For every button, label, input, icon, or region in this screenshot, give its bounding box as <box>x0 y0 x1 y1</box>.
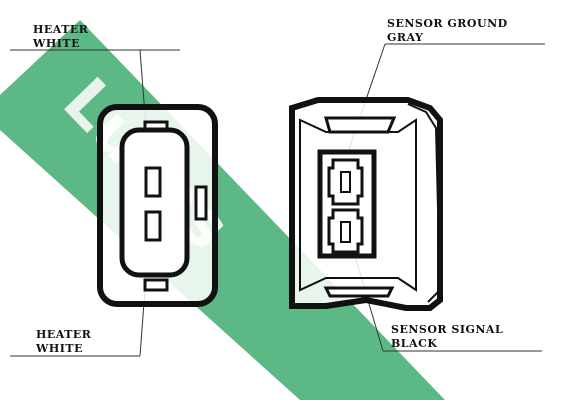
heater-connector-bottom-tab <box>143 278 169 292</box>
sensor-connector-bottom-tab <box>323 286 395 298</box>
label-heater-bottom-line1: HEATER <box>36 328 92 341</box>
label-sensor-signal: SENSOR SIGNAL BLACK <box>391 323 503 351</box>
label-sensor-signal-line2: BLACK <box>391 337 438 350</box>
heater-connector-side-latch <box>194 185 208 221</box>
label-sensor-signal-line1: SENSOR SIGNAL <box>391 323 504 336</box>
heater-connector-cavity <box>119 127 190 278</box>
sensor-connector-bevel <box>299 118 417 292</box>
heater-terminal-2 <box>144 210 162 242</box>
sensor-connector-top-tab <box>324 116 397 134</box>
sensor-connector-outer-rim <box>407 103 442 303</box>
heater-connector <box>97 104 218 307</box>
label-sensor-ground-line1: SENSOR GROUND <box>387 17 508 30</box>
label-heater-bottom-line2: WHITE <box>36 342 83 355</box>
label-heater-bottom: HEATER WHITE <box>36 328 91 356</box>
heater-terminal-1 <box>144 166 162 198</box>
label-heater-top: HEATER WHITE <box>33 23 88 51</box>
sensor-terminal-ground-slot <box>340 171 351 193</box>
sensor-connector <box>289 97 443 311</box>
label-heater-top-line1: HEATER <box>33 23 89 36</box>
label-sensor-ground: SENSOR GROUND GRAY <box>387 17 508 45</box>
label-sensor-ground-line2: GRAY <box>387 31 424 44</box>
label-heater-top-line2: WHITE <box>33 37 80 50</box>
sensor-terminal-signal-slot <box>340 221 351 243</box>
